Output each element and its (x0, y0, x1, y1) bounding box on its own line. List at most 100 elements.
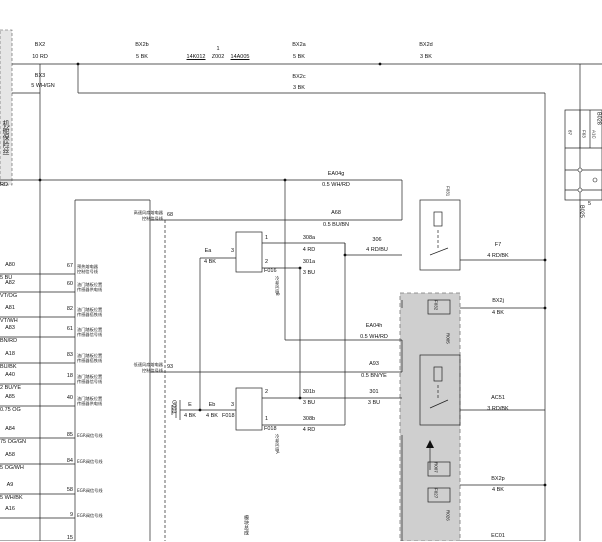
right-box-pin-1: 87 (567, 130, 573, 136)
left-wire-id: A81 (5, 305, 15, 311)
wire-bx2c: BX2c (292, 74, 306, 80)
wire-306-spec: 4 RD/BU (366, 247, 388, 253)
fan-b-pin3: 3 (231, 248, 235, 254)
wire-301a: 301a (302, 259, 316, 265)
module-pin-desc: EGR阀信号线 (77, 488, 103, 493)
wire-bx2c-spec: 3 BK (293, 85, 305, 91)
wire-bx2b-spec: 5 BK (136, 54, 148, 60)
module-pin-desc: EGR阀信号线 (77, 433, 103, 438)
splice-pin: 1 (216, 46, 220, 52)
left-wire-id: A18 (5, 351, 15, 357)
relay-tag-k4: R007 (433, 462, 439, 473)
wire-ea: Ea (204, 248, 212, 254)
wire-306: 306 (372, 237, 382, 243)
left-wire-spec: BN/RD (0, 338, 18, 344)
connector-f018: F018 (264, 426, 277, 432)
module-pin-number: 61 (66, 326, 73, 332)
wire-a93: A93 (369, 361, 379, 367)
splice-dots (38, 62, 547, 487)
wire-bx2d: BX2d (419, 42, 433, 48)
fan-a-label: 冷却风扇A (275, 434, 281, 454)
left-wire-spec: BU/BK (0, 364, 17, 370)
module-pin-number: 18 (66, 373, 73, 379)
fan-a-pin3: 3 (231, 402, 235, 408)
module-pin-number: 15 (66, 535, 73, 541)
module-pin-number: 58 (66, 487, 73, 493)
module-pin-desc-line2: 传感器搭铁线 (77, 358, 103, 363)
arrow-up-icon (426, 440, 434, 448)
module-pin-desc: 油门踏板位置 (77, 374, 103, 379)
left-wire-spec: VT/WH (0, 318, 18, 324)
wire-ec01: EC01 (491, 533, 505, 539)
wire-301-spec: 3 BU (367, 400, 381, 406)
wire-a68: A68 (331, 210, 341, 216)
wire-a93-spec: 0.5 BN/YE (361, 373, 387, 379)
fan-b-pin1: 1 (265, 235, 269, 241)
right-box-foot: 5 (588, 201, 592, 207)
module-pin-desc: EGR阀信号线 (77, 513, 103, 518)
high-fan-signal-line2: 控制信号线 (142, 216, 163, 221)
engine-fuse-box-label: 机舱保险丝 (2, 120, 10, 155)
relay-tag-k1: F031 (445, 186, 451, 197)
module-pin-desc-line2: 传感器信号线 (77, 332, 103, 337)
module-pin-number: 83 (66, 352, 73, 358)
wire-bx3: BX3 (34, 73, 46, 79)
left-wire-id: A83 (5, 325, 15, 331)
left-wire-spec: 5 OG/WH (0, 465, 24, 471)
connector-z002: Z002 (211, 54, 225, 60)
module-pin-number: 40 (66, 395, 73, 401)
wire-301b-spec: 3 BU (302, 400, 316, 406)
connector-f016: F016 (264, 268, 277, 274)
low-fan-pin: 93 (167, 364, 174, 370)
fan-b-pin2: 2 (265, 259, 269, 265)
wire-bx2-spec: 10 RD (32, 54, 48, 60)
wire-308a: 308a (302, 235, 316, 241)
left-wire-spec: 5 BU (0, 275, 13, 281)
wire-301b: 301b (302, 389, 316, 395)
left-wire-spec: VT/OG (0, 293, 18, 299)
wire-eb: Eb (208, 402, 216, 408)
wire-f7-spec: 4 RD/BK (487, 253, 509, 259)
left-wire-spec: 0.75 OG (0, 407, 21, 413)
left-wire-spec: 2 BU/YE (0, 385, 22, 391)
right-box-pin-3: A1C (591, 130, 597, 139)
wire-bx3-spec: 5 WH/GN (31, 83, 55, 89)
module-pin-desc-line2: 传感器供电线 (77, 401, 103, 406)
module-pin-number: 9 (69, 512, 73, 518)
wire-301a-spec: 3 BU (302, 270, 316, 276)
module-pin-desc-line2: 传感器供电线 (77, 287, 103, 292)
wire-bx2p: BX2p (491, 476, 505, 482)
left-wire-id: A85 (5, 394, 15, 400)
left-wire-id: A84 (5, 426, 15, 432)
wire-a68-spec: 0.5 BU/BN (323, 222, 349, 228)
wire-301: 301 (369, 389, 379, 395)
module-pin-desc: 油门踏板位置 (77, 396, 103, 401)
relay-tag-k2: R005 (445, 333, 451, 344)
connector-f018-inline: F018 (222, 413, 235, 419)
module-assembly-label: 模块总成 (243, 515, 249, 535)
relay-tag-k3: F032 (433, 300, 439, 311)
module-pin-desc: 油门踏板位置 (77, 307, 103, 312)
low-fan-signal-line1: 低速风扇熔电器 (133, 362, 163, 367)
high-fan-signal-line1: 高速风扇熔电器 (133, 210, 163, 215)
left-wire-id: A40 (5, 372, 15, 378)
module-pin-desc-line2: 传感器信号线 (77, 379, 103, 384)
wire-bx2d-spec: 3 BK (420, 54, 432, 60)
module-pin-desc: 油门踏板位置 (77, 327, 103, 332)
left-rd-fragment: RD (0, 182, 8, 188)
relay-module-shade (399, 292, 461, 541)
relay-tag-k6: R026 (445, 510, 451, 521)
module-pin-desc: 预热熔电器 (77, 264, 98, 269)
ground-g003: G003 (170, 400, 177, 414)
wire-ea04h: EA04h (365, 323, 383, 329)
connector-14k012: 14K012 (186, 54, 206, 60)
wire-308b: 308b (302, 416, 316, 422)
wire-lines (0, 63, 602, 541)
wire-bx2j-spec: 4 BK (492, 310, 504, 316)
wire-bx2a-spec: 5 BK (293, 54, 305, 60)
connector-14a005: 14A005 (230, 54, 250, 60)
left-wire-id: A16 (5, 506, 15, 512)
fan-a-pin2: 2 (265, 389, 269, 395)
low-fan-signal-line2: 控制信号线 (142, 368, 163, 373)
wire-ea04g: EA04g (327, 171, 345, 177)
